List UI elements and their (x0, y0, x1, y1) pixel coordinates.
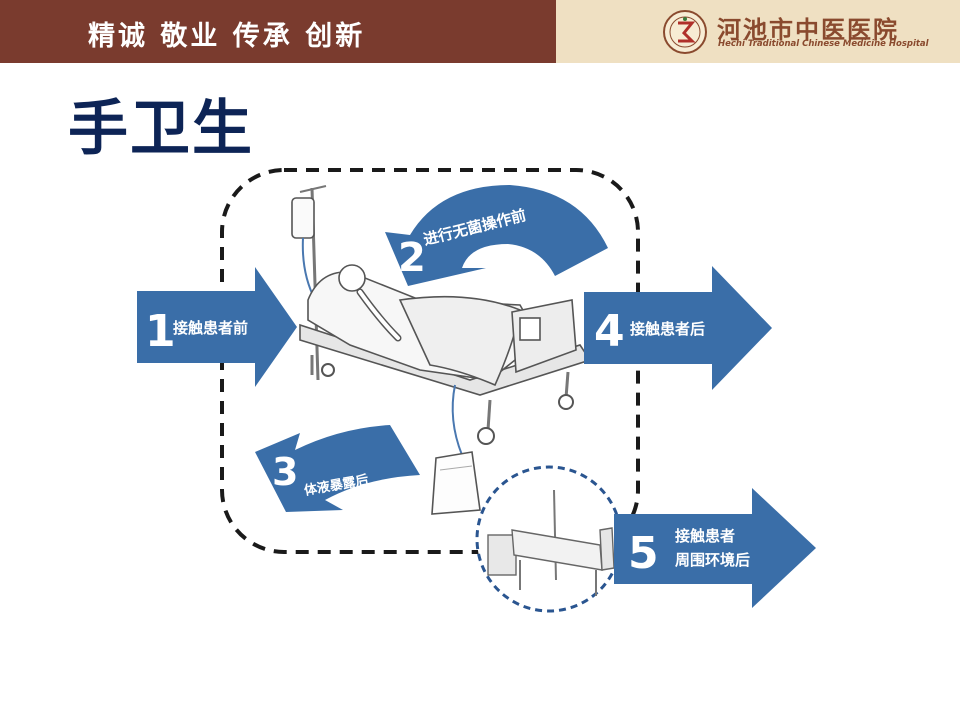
header-bar: 精诚 敬业 传承 创新 (0, 0, 556, 63)
hospital-name-cn: 河池市中医医院 (717, 16, 899, 44)
hospital-logo-icon (663, 10, 707, 54)
moment-4-label: 接触患者后 (630, 320, 705, 338)
moment-1-label: 接触患者前 (173, 319, 248, 337)
moment-3-number: 3 (272, 450, 298, 494)
hospital-banner (556, 0, 960, 63)
patient-bed-illustration (291, 185, 592, 515)
hospital-name-en: Hechi Traditional Chinese Medicine Hospi… (718, 39, 929, 49)
moment-1-number: 1 (145, 306, 176, 357)
moment-4-arrow: 4 接触患者后 (584, 266, 772, 390)
moment-1-arrow: 1 接触患者前 (137, 267, 297, 387)
moment-5-label-line1: 接触患者 (675, 527, 735, 545)
patient-environment-illustration (475, 465, 623, 613)
moment-5-label-line2: 周围环境后 (675, 551, 750, 569)
moment-5-number: 5 (628, 528, 659, 579)
moment-3-arrow: 3 体液暴露后 (255, 425, 420, 512)
motto-text: 精诚 敬业 传承 创新 (88, 21, 366, 52)
moment-5-arrow: 5 接触患者 周围环境后 (614, 488, 816, 608)
page-title: 手卫生 (68, 94, 254, 164)
moment-2-number: 2 (398, 235, 426, 281)
moment-2-arrow: 2 进行无菌操作前 (385, 185, 608, 286)
moment-4-number: 4 (594, 306, 625, 357)
